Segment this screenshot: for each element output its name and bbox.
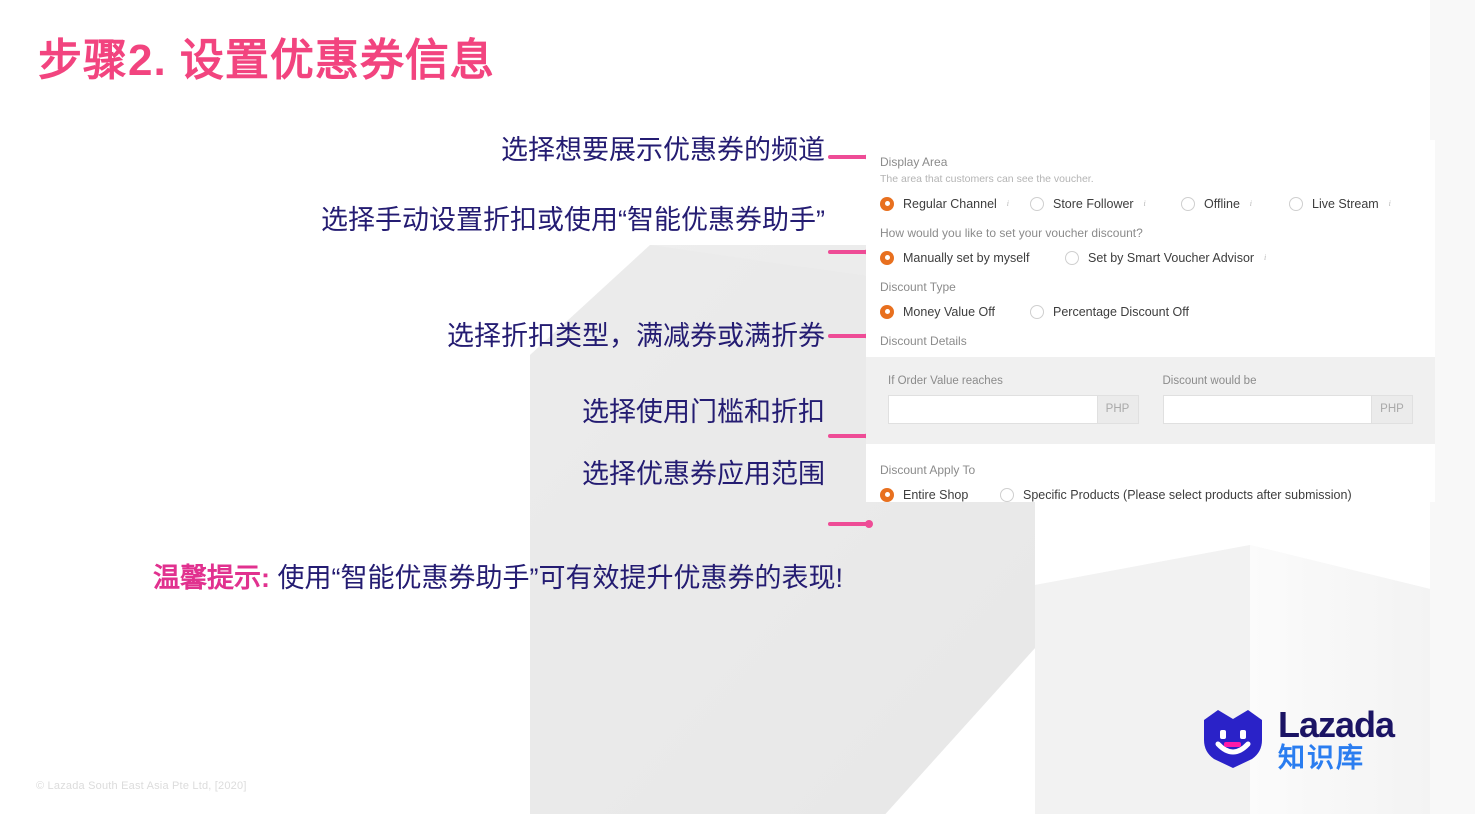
discount-type-section: Discount Type Money Value Off Percentage… — [866, 278, 1435, 319]
discount-details-label: Discount Details — [880, 333, 967, 348]
discount-method-label: How would you like to set your voucher d… — [880, 225, 1143, 240]
radio-label: Live Stream — [1312, 196, 1379, 211]
discount-amount-label: Discount would be — [1162, 374, 1257, 387]
radio-entire-shop[interactable]: Entire Shop — [880, 487, 1000, 502]
radio-indicator[interactable] — [1030, 196, 1044, 211]
discount-apply-to-section: Discount Apply To Entire Shop Specific P… — [866, 444, 1435, 502]
info-icon[interactable]: i — [1249, 198, 1253, 208]
radio-indicator[interactable] — [1000, 487, 1014, 502]
info-icon[interactable]: i — [1143, 198, 1146, 208]
radio-indicator[interactable] — [1065, 250, 1079, 265]
display-area-sublabel: The area that customers can see the vouc… — [880, 173, 1094, 185]
discount-method-section: How would you like to set your voucher d… — [866, 224, 1435, 265]
connector-line-display-area — [828, 153, 873, 161]
discount-amount-input[interactable] — [1162, 394, 1371, 424]
discount-apply-to-label: Discount Apply To — [880, 462, 976, 477]
radio-live-stream[interactable]: Live Stream i — [1289, 196, 1395, 211]
discount-apply-to-radio-group: Entire Shop Specific Products (Please se… — [880, 487, 1421, 502]
radio-indicator[interactable] — [1289, 196, 1303, 211]
radio-money-value-off[interactable]: Money Value Off — [880, 304, 1030, 319]
discount-amount-field: Discount would be PHP — [1162, 374, 1413, 424]
radio-percentage-discount-off[interactable]: Percentage Discount Off — [1030, 304, 1189, 319]
radio-offline[interactable]: Offline i — [1181, 196, 1289, 211]
discount-method-radio-group: Manually set by myself Set by Smart Vouc… — [880, 250, 1421, 265]
radio-label: Manually set by myself — [903, 250, 1030, 265]
order-value-currency-suffix: PHP — [1096, 394, 1139, 424]
info-icon[interactable]: i — [1388, 198, 1391, 208]
radio-label: Entire Shop — [903, 487, 969, 502]
discount-type-radio-group: Money Value Off Percentage Discount Off — [880, 304, 1421, 319]
voucher-form-panel: Display Area The area that customers can… — [866, 140, 1435, 502]
order-value-input[interactable] — [888, 394, 1097, 424]
callout-discount-details: 选择使用门槛和折扣 — [582, 397, 825, 427]
radio-label: Money Value Off — [903, 304, 995, 319]
discount-details-box: If Order Value reaches PHP Discount woul… — [866, 356, 1435, 444]
radio-manually-set[interactable]: Manually set by myself — [880, 250, 1065, 265]
radio-indicator[interactable] — [1181, 196, 1195, 211]
order-value-field: If Order Value reaches PHP — [888, 375, 1139, 424]
radio-specific-products[interactable]: Specific Products (Please select product… — [1000, 487, 1352, 502]
discount-amount-input-group: PHP — [1162, 394, 1413, 424]
connector-line-discount-details — [828, 432, 873, 440]
tip-text: 使用“智能优惠券助手”可有效提升优惠券的表现! — [270, 563, 844, 593]
callout-discount-apply-to: 选择优惠券应用范围 — [582, 459, 825, 489]
logo-wordmark: Lazada 知识库 — [1278, 704, 1395, 773]
radio-label: Percentage Discount Off — [1053, 304, 1189, 319]
order-value-input-group: PHP — [888, 394, 1139, 424]
logo-lazada-text: Lazada — [1278, 704, 1395, 745]
connector-line-discount-method — [828, 248, 873, 256]
footer-copyright: © Lazada South East Asia Pte Ltd, [2020] — [36, 780, 247, 792]
info-icon[interactable]: i — [1263, 252, 1267, 262]
order-value-label: If Order Value reaches — [888, 374, 1003, 387]
radio-regular-channel[interactable]: Regular Channel i — [880, 196, 1030, 211]
callout-discount-method: 选择手动设置折扣或使用“智能优惠券助手” — [321, 205, 825, 235]
radio-store-follower[interactable]: Store Follower i — [1030, 196, 1181, 211]
discount-amount-currency-suffix: PHP — [1371, 394, 1413, 424]
tip-note: 温馨提示: 使用“智能优惠券助手”可有效提升优惠券的表现! — [153, 556, 843, 595]
radio-indicator[interactable] — [880, 196, 894, 211]
tip-label: 温馨提示: — [153, 563, 270, 593]
radio-indicator[interactable] — [880, 304, 894, 319]
connector-line-discount-apply-to — [828, 520, 873, 528]
lazada-logo: Lazada 知识库 — [1200, 704, 1395, 773]
display-area-label: Display Area — [880, 155, 948, 169]
connector-line-discount-type — [828, 332, 873, 340]
display-area-radio-group: Regular Channel i Store Follower i Offli… — [880, 196, 1421, 211]
radio-label: Regular Channel — [903, 196, 997, 211]
info-icon[interactable]: i — [1006, 198, 1009, 208]
logo-sub-text: 知识库 — [1278, 743, 1365, 773]
radio-label: Set by Smart Voucher Advisor — [1088, 250, 1255, 265]
callout-display-area: 选择想要展示优惠券的频道 — [501, 135, 825, 165]
discount-details-section: Discount Details — [866, 332, 1435, 350]
radio-indicator[interactable] — [880, 250, 894, 265]
radio-smart-voucher-advisor[interactable]: Set by Smart Voucher Advisor i — [1065, 250, 1270, 265]
discount-type-label: Discount Type — [880, 279, 956, 294]
display-area-section: Display Area The area that customers can… — [866, 153, 1435, 211]
lazada-heart-smiley-icon — [1200, 706, 1266, 773]
radio-indicator[interactable] — [880, 487, 894, 502]
radio-label: Store Follower — [1053, 196, 1134, 211]
slide-title: 步骤2. 设置优惠券信息 — [38, 36, 495, 85]
radio-indicator[interactable] — [1030, 304, 1044, 319]
callout-discount-type: 选择折扣类型，满减券或满折券 — [447, 321, 825, 351]
radio-label: Offline — [1204, 196, 1240, 211]
radio-label: Specific Products (Please select product… — [1023, 487, 1352, 502]
